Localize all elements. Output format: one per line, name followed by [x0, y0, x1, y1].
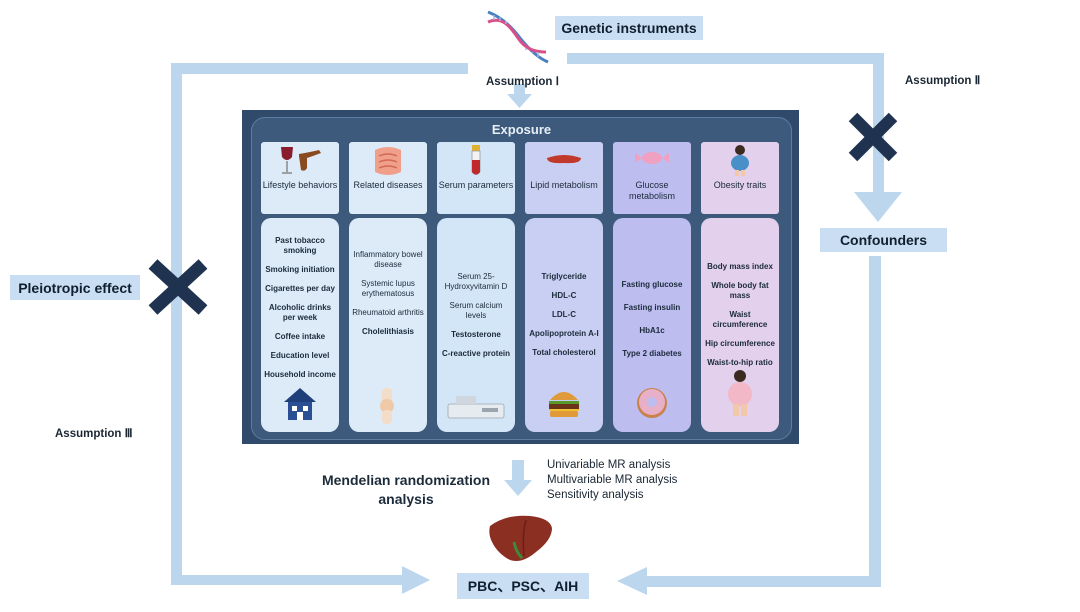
- exposure-item: Cigarettes per day: [265, 284, 335, 293]
- knee-joint-icon: [380, 388, 394, 424]
- category-name: Serum parameters: [438, 180, 514, 190]
- category-related-diseases: Related diseases: [349, 142, 427, 214]
- exposure-item: Cholelithiasis: [361, 327, 414, 336]
- exposure-item: Rheumatoid arthritis: [352, 308, 424, 317]
- assumption-1-label: Assumption Ⅰ: [486, 76, 560, 88]
- exposure-item: Body mass index: [707, 262, 773, 271]
- flow-exposure-to-outcome-shaft: [512, 460, 524, 482]
- house-icon: [284, 388, 316, 420]
- donut-icon: [637, 388, 667, 418]
- arrow-head-to-outcome-left: [402, 566, 430, 594]
- exposure-item: Total cholesterol: [532, 348, 596, 357]
- mr-methods-list: Univariable MR analysis Multivariable MR…: [547, 458, 677, 503]
- exposure-item: Coffee intake: [274, 332, 326, 341]
- column-related-diseases: Inflammatory bowel disease Systemic lupu…: [349, 218, 427, 432]
- flow-left-vertical: [171, 63, 182, 585]
- exposure-item: HDL-C: [551, 291, 577, 300]
- wine-and-pipe-icon: [281, 147, 321, 174]
- exposure-item: Testosterone: [451, 330, 501, 339]
- sausage-icon: [547, 155, 581, 164]
- flow-bottom-left-horizontal: [171, 575, 406, 585]
- exposure-item: Waist circumference: [712, 310, 768, 329]
- column-serum-parameters: Serum 25-Hydroxyvitamin D Serum calcium …: [437, 218, 515, 432]
- category-lifestyle-behaviors: Lifestyle behaviors: [261, 142, 339, 214]
- assumption-2-label: Assumption Ⅱ: [905, 75, 981, 87]
- exposure-item: Fasting insulin: [623, 303, 681, 312]
- exposure-panel-inner: Exposure Lifestyle behaviors Past tobacc…: [251, 117, 792, 440]
- exposure-item: Apolipoprotein A-I: [529, 329, 599, 338]
- mr-method: Univariable MR analysis: [547, 459, 671, 471]
- exposure-item: Serum 25-Hydroxyvitamin D: [444, 272, 508, 291]
- arrow-head-to-exposure: [507, 94, 532, 108]
- liver-icon: [489, 515, 552, 561]
- exposure-item: Waist-to-hip ratio: [707, 358, 773, 367]
- obese-person-icon: [728, 370, 752, 416]
- exposure-item: Whole body fat mass: [711, 281, 769, 300]
- column-lipid-metabolism: Triglyceride HDL-C LDL-C Apolipoprotein …: [525, 218, 603, 432]
- mr-method: Sensitivity analysis: [547, 489, 644, 501]
- exposure-panel: Exposure Lifestyle behaviors Past tobacc…: [242, 110, 799, 444]
- arrow-head-to-outcome-right: [617, 567, 647, 595]
- blocked-confounders-x-icon: [848, 112, 898, 162]
- category-name: Lipid metabolism: [530, 180, 598, 190]
- category-obesity-traits: Obesity traits: [701, 142, 779, 214]
- hamburger-icon: [549, 392, 579, 417]
- flow-genetic-to-exposure-shaft: [514, 84, 525, 96]
- lab-analyzer-icon: [447, 396, 505, 419]
- exposure-item: Household income: [264, 370, 336, 379]
- flow-top-right-horizontal: [567, 53, 884, 64]
- exposure-item: Hip circumference: [705, 339, 775, 348]
- exposure-item: LDL-C: [552, 310, 576, 319]
- candy-icon: [635, 152, 669, 164]
- intestine-icon: [375, 147, 401, 175]
- exposure-item: Education level: [270, 351, 330, 360]
- category-name: Obesity traits: [713, 180, 767, 190]
- exposure-item: HbA1c: [639, 326, 665, 335]
- test-tube-icon: [471, 145, 481, 175]
- exposure-item: Serum calcium levels: [449, 301, 503, 320]
- category-serum-parameters: Serum parameters: [437, 142, 515, 214]
- column-lifestyle-behaviors: Past tobacco smoking Smoking initiation …: [261, 218, 339, 432]
- category-name: Related diseases: [353, 180, 423, 190]
- exposure-item: Type 2 diabetes: [622, 349, 682, 358]
- flow-bottom-right-horizontal: [645, 576, 881, 587]
- person-icon: [731, 145, 749, 176]
- exposure-item: Past tobacco smoking: [275, 236, 325, 255]
- arrow-head-mr-down: [504, 480, 532, 496]
- category-lipid-metabolism: Lipid metabolism: [525, 142, 603, 214]
- exposure-item: Fasting glucose: [621, 280, 683, 289]
- genetic-instruments-label: Genetic instruments: [555, 16, 703, 40]
- mr-analysis-title: Mendelian randomization analysis: [321, 472, 490, 507]
- pleiotropic-effect-label: Pleiotropic effect: [10, 275, 140, 300]
- outcome-label: PBC、PSC、AIH: [457, 573, 589, 599]
- confounders-label: Confounders: [820, 228, 947, 252]
- column-glucose-metabolism: Fasting glucose Fasting insulin HbA1c Ty…: [613, 218, 691, 432]
- exposure-item: Alcoholic drinks per week: [268, 303, 332, 322]
- category-name: Glucose metabolism: [628, 180, 675, 201]
- exposure-title: Exposure: [491, 122, 552, 137]
- column-obesity-traits: Body mass index Whole body fat mass Wais…: [701, 218, 779, 432]
- exposure-item: C-reactive protein: [441, 349, 511, 358]
- exposure-item: Inflammatory bowel disease: [353, 250, 423, 269]
- category-name: Lifestyle behaviors: [262, 180, 338, 190]
- dna-helix-icon: [487, 10, 549, 64]
- category-glucose-metabolism: Glucose metabolism: [613, 142, 691, 214]
- exposure-item: Systemic lupus erythematosus: [361, 279, 415, 298]
- mr-method: Multivariable MR analysis: [547, 474, 678, 486]
- blocked-pleiotropy-x-icon: [148, 259, 208, 315]
- flow-top-left-horizontal: [171, 63, 468, 74]
- arrow-head-to-confounders: [854, 192, 902, 222]
- flow-right-lower-vertical: [869, 256, 881, 587]
- assumption-3-label: Assumption Ⅲ: [55, 428, 133, 440]
- exposure-item: Smoking initiation: [265, 265, 335, 274]
- exposure-item: Triglyceride: [541, 272, 587, 281]
